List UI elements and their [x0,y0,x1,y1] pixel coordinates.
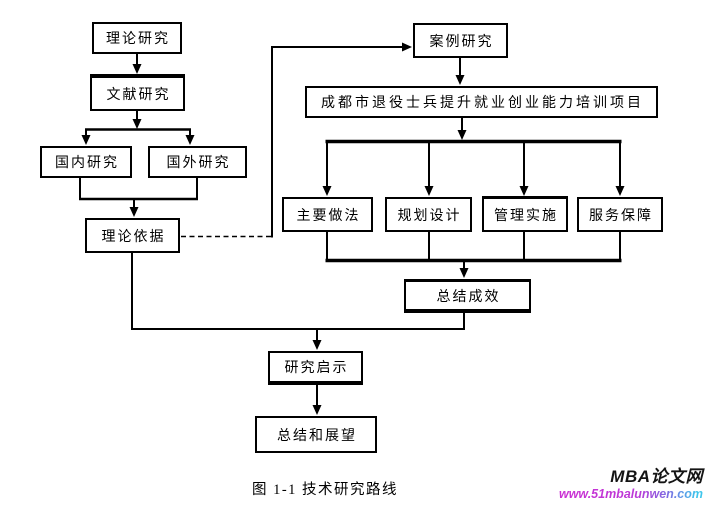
node-theoretical-basis: 理论依据 [85,218,180,253]
edge-theoretical-basis-to-case-study [181,42,412,238]
node-label: 管理实施 [494,208,558,224]
node-literature-research: 文献研究 [90,74,185,111]
node-label: 国内研究 [55,156,119,171]
node-foreign-research: 国外研究 [148,146,247,178]
edge-merge-to-theoretical-basis [79,178,198,217]
node-label: 理论研究 [106,32,170,47]
watermark: MBA论文网 www.51mbalunwen.com [559,467,703,501]
node-label: 国外研究 [166,156,231,171]
node-label: 案例研究 [429,34,494,50]
node-planning-design: 规划设计 [385,197,472,232]
edge-theory-to-literature [132,54,142,74]
node-summary-outlook: 总结和展望 [255,416,377,453]
node-training-project: 成都市退役士兵提升就业创业能力培训项目 [305,86,658,118]
node-label: 研究启示 [284,361,349,376]
node-case-study: 案例研究 [413,23,508,58]
node-label: 理论依据 [101,229,166,245]
edges-merge-to-research-insights [131,253,465,350]
node-label: 成都市退役士兵提升就业创业能力培训项目 [321,96,644,111]
watermark-site-name: MBA论文网 [610,467,703,486]
edge-case-study-to-project [455,58,465,85]
node-label: 主要做法 [296,208,361,224]
node-label: 总结成效 [436,289,501,305]
node-domestic-research: 国内研究 [40,146,132,178]
edges-branch-to-four-boxes [322,142,625,196]
edge-literature-to-split [81,110,195,145]
node-label: 总结和展望 [277,428,357,444]
edge-project-to-branch-bar [325,118,622,144]
node-label: 服务保障 [589,208,653,224]
node-main-practices: 主要做法 [282,197,373,232]
node-label: 文献研究 [106,87,171,103]
node-theory-research: 理论研究 [92,22,182,54]
watermark-site-url: www.51mbalunwen.com [558,486,703,501]
edges-four-boxes-to-summary-results [325,231,622,278]
edge-insights-to-outlook [312,384,322,415]
node-management-implementation: 管理实施 [482,196,568,232]
figure-caption: 图 1-1 技术研究路线 [251,482,399,498]
node-research-insights: 研究启示 [268,351,363,385]
node-service-guarantee: 服务保障 [577,197,663,232]
node-label: 规划设计 [397,208,462,224]
node-summary-results: 总结成效 [404,279,531,313]
